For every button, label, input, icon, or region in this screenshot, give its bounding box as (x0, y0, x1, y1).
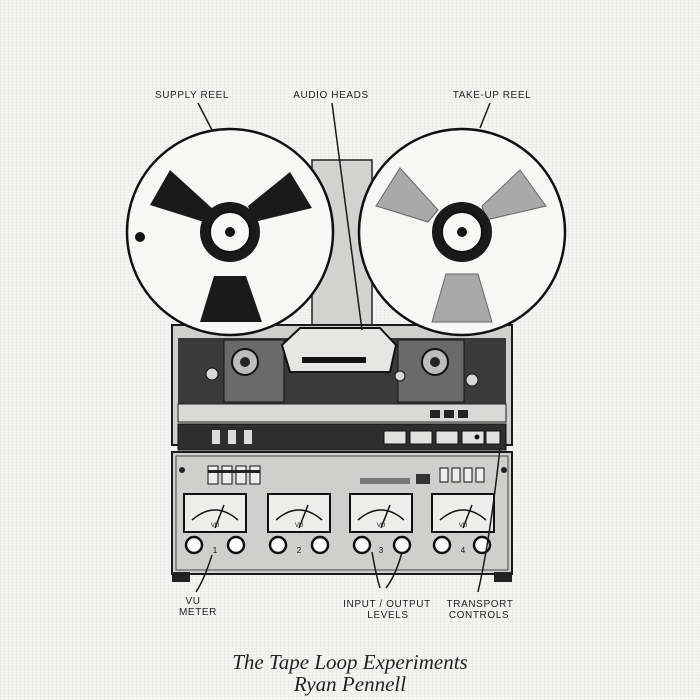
vu-meter-4-scale: VU (459, 523, 467, 529)
switch-bank (207, 465, 261, 485)
callout-lines (195, 102, 501, 593)
vu-meter-2-scale: VU (295, 523, 303, 529)
supply-reel (125, 127, 335, 337)
vu-meter-4: VU (431, 493, 495, 533)
vu-meter-3: VU (349, 493, 413, 533)
vu-meter-2: VU (267, 493, 331, 533)
label-io-levels-line2: LEVELS (367, 610, 408, 621)
transport-buttons (383, 430, 501, 445)
channel-number-2: 2 (297, 546, 302, 555)
label-audio-heads: AUDIO HEADS (293, 90, 369, 101)
switch-bank-right (439, 467, 485, 483)
artist-name: Ryan Pennell (293, 672, 407, 696)
machine-body (171, 159, 513, 582)
label-vu-meter-line2: METER (179, 607, 217, 618)
channel-number-4: 4 (461, 546, 466, 555)
vu-meter-3-scale: VU (377, 523, 385, 529)
channel-number-3: 3 (379, 546, 384, 555)
vu-meter-1: VU (183, 493, 247, 533)
take-up-reel (357, 127, 567, 337)
label-take-up-reel: TAKE-UP REEL (453, 90, 532, 101)
label-io-levels-line1: INPUT / OUTPUT (343, 599, 431, 610)
label-vu-meter-line1: VU (185, 596, 200, 607)
channel-number-1: 1 (213, 546, 218, 555)
label-transport-line2: CONTROLS (449, 610, 509, 621)
label-transport-line1: TRANSPORT (447, 599, 514, 610)
vu-meter-1-scale: VU (211, 523, 219, 529)
album-title: The Tape Loop Experiments (232, 650, 468, 674)
label-supply-reel: SUPPLY REEL (155, 90, 229, 101)
